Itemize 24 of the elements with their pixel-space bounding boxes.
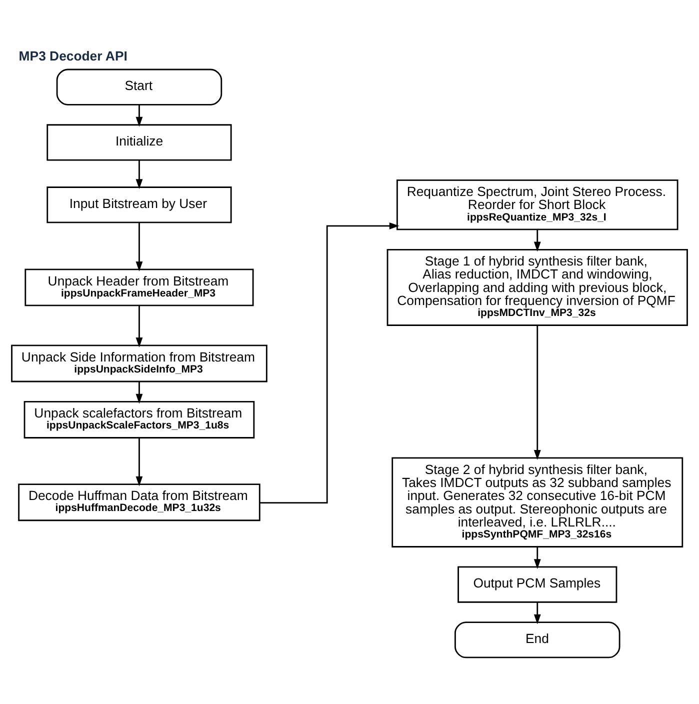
node-box: Requantize Spectrum, Joint Stereo Process. Reorder for Short Block ippsReQuantize_MP3_32s_I [396, 179, 678, 230]
node-box: Stage 1 of hybrid synthesis filter bank, Alias reduction, IMDCT and windowing, Overlapping and adding with previous block, Compensation for frequency inversion of PQMF ippsMDCTInv_MP3_32s [386, 248, 688, 326]
arrow [136, 381, 143, 404]
node-box: Decode Huffman Data from Bitstream ippsHuffmanDecode_MP3_1u32s [18, 483, 260, 521]
arrow [136, 222, 143, 271]
arrow [136, 104, 143, 126]
arrow [136, 305, 143, 347]
arrow [534, 324, 541, 460]
node-box: Output PCM Samples [458, 566, 618, 602]
node-box: Unpack Header from Bitstream ippsUnpackFrameHeader_MP3 [24, 268, 254, 306]
node-box: Unpack Side Information from Bitstream ippsUnpackSideInfo_MP3 [11, 344, 268, 382]
node-box: Unpack scalefactors from Bitstream ippsUnpackScaleFactors_MP3_1u8s [24, 400, 255, 438]
arrow [534, 602, 541, 624]
node-box: End [454, 621, 620, 658]
node-box: Start [56, 68, 222, 105]
arrow [534, 546, 541, 568]
arrow [534, 229, 541, 252]
arrow [136, 438, 143, 486]
arrow [260, 222, 400, 503]
node-box: Initialize [46, 124, 232, 160]
node-box: Stage 2 of hybrid synthesis filter bank, Takes IMDCT outputs as 32 subband samples input. Generates 32 consecutive 16-bit PCM samples as output. Stereophonic outputs are interleaved, i.e. LRLRLR.... ippsSynthPQMF_MP3_32s16s [392, 456, 684, 547]
arrow [136, 160, 143, 188]
node-box: Input Bitstream by User [46, 186, 232, 223]
diagram-title: MP3 Decoder API [18, 48, 128, 64]
